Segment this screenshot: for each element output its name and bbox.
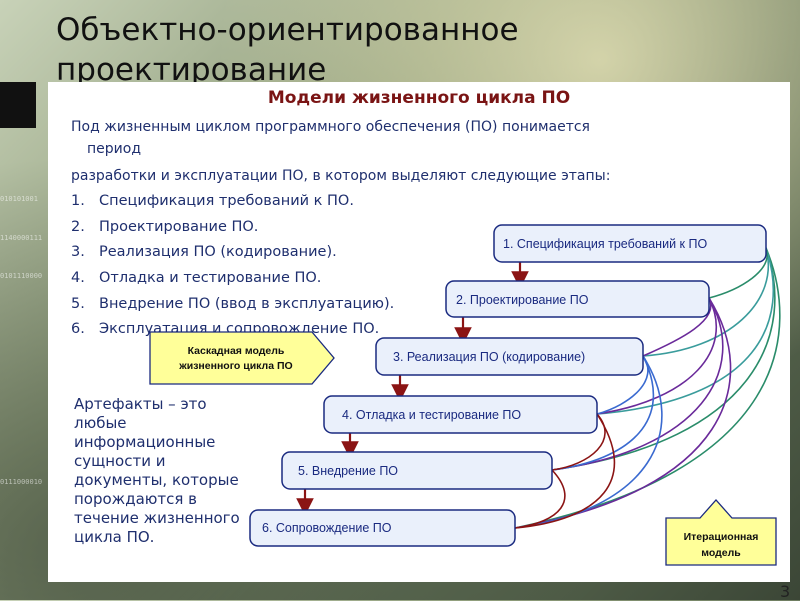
stage-box-label: 4. Отладка и тестирование ПО <box>342 408 521 422</box>
loop-curve <box>514 297 732 529</box>
stage-text: Проектирование ПО. <box>99 219 259 235</box>
artifacts-line: документы, которые <box>74 471 239 489</box>
loop-curve <box>642 247 770 357</box>
cascade-arrows <box>296 262 529 516</box>
loop-curve <box>551 297 724 471</box>
stage-item: 2. Проектирование ПО. <box>71 218 258 236</box>
callout-line: жизненного цикла ПО <box>178 360 292 372</box>
artifacts-line: течение жизненного <box>74 509 240 527</box>
loop-curve <box>642 297 712 357</box>
stage-number: 6. <box>71 321 85 337</box>
intro-line-3: разработки и эксплуатации ПО, в котором … <box>71 168 611 184</box>
intro-line-1: Под жизненным циклом программного обеспе… <box>71 119 590 135</box>
stage-number: 3. <box>71 244 85 260</box>
artifacts-line: информационные <box>74 433 216 451</box>
binary-decoration: 1140000111 <box>0 234 43 242</box>
loop-curve <box>551 355 655 471</box>
loop-curve <box>551 247 776 471</box>
side-dark-block <box>0 82 36 128</box>
stage-box: 5. Внедрение ПО <box>281 451 553 490</box>
loop-curve <box>514 355 663 529</box>
intro-line-2: период <box>87 141 141 157</box>
artifacts-line: Артефакты – это <box>74 395 207 413</box>
stage-box: 3. Реализация ПО (кодирование) <box>375 337 644 376</box>
stage-box-label: 5. Внедрение ПО <box>298 464 398 478</box>
stage-number: 5. <box>71 296 85 312</box>
stage-box: 1. Спецификация требований к ПО <box>493 224 767 263</box>
iteration-loops <box>514 247 781 529</box>
stage-text: Внедрение ПО (ввод в эксплуатацию). <box>99 296 395 312</box>
binary-decoration: 010101001 <box>0 195 38 203</box>
loop-curve <box>596 355 649 415</box>
stage-number: 2. <box>71 219 85 235</box>
stage-box-label: 1. Спецификация требований к ПО <box>503 237 707 251</box>
artifacts-line: любые <box>74 414 127 432</box>
stage-box-label: 2. Проектирование ПО <box>456 293 589 307</box>
loop-curve <box>596 247 775 415</box>
callout-line: модель <box>701 547 741 559</box>
stage-box-label: 3. Реализация ПО (кодирование) <box>393 350 585 364</box>
loop-curve <box>514 413 616 529</box>
stage-text: Реализация ПО (кодирование). <box>99 244 337 260</box>
artifacts-definition: Артефакты – это любые информационные сущ… <box>74 395 274 547</box>
binary-decoration: 0101110000 <box>0 272 43 280</box>
stage-item: 4. Отладка и тестирование ПО. <box>71 269 321 287</box>
stage-item: 3. Реализация ПО (кодирование). <box>71 243 337 261</box>
binary-decoration: 0111000010 <box>0 478 43 486</box>
artifacts-line: порождаются в <box>74 490 198 508</box>
stage-box: 6. Сопровождение ПО <box>249 509 516 547</box>
stage-box: 4. Отладка и тестирование ПО <box>323 395 598 434</box>
artifacts-line: сущности и <box>74 452 166 470</box>
stage-text: Спецификация требований к ПО. <box>99 193 354 209</box>
loop-curve <box>708 247 768 299</box>
loop-curve <box>596 297 718 415</box>
callout-line: Итерационная <box>684 531 759 543</box>
stage-box: 2. Проектирование ПО <box>445 280 710 318</box>
stage-number: 1. <box>71 193 85 209</box>
loop-curve <box>514 469 566 529</box>
callout-line: Каскадная модель <box>188 345 285 357</box>
stage-item: 1. Спецификация требований к ПО. <box>71 192 354 210</box>
page-number: 3 <box>780 582 791 601</box>
slide-subtitle: Модели жизненного цикла ПО <box>267 88 571 108</box>
cascade-model-callout: Каскадная модель жизненного цикла ПО <box>149 331 335 385</box>
stage-number: 4. <box>71 270 85 286</box>
stage-item: 5. Внедрение ПО (ввод в эксплуатацию). <box>71 295 394 313</box>
artifacts-line: цикла ПО. <box>74 528 155 546</box>
loop-curve <box>551 413 606 471</box>
stage-box-label: 6. Сопровождение ПО <box>262 521 392 535</box>
stage-text: Отладка и тестирование ПО. <box>99 270 322 286</box>
iteration-model-callout: Итерационная модель <box>665 499 777 566</box>
loop-curve <box>514 247 781 529</box>
